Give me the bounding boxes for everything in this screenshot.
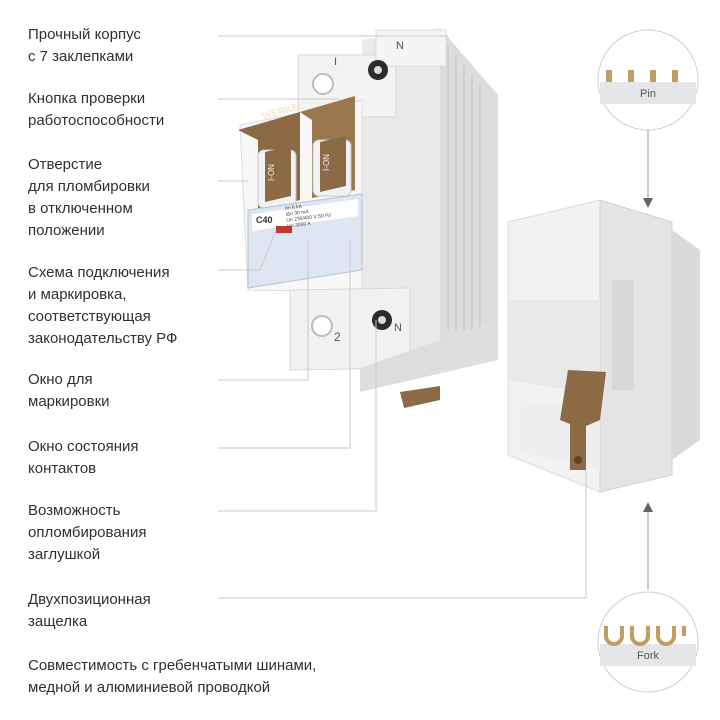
feature-line: Двухпозиционная bbox=[28, 591, 151, 608]
feature-line: заглушкой bbox=[28, 546, 101, 563]
pin-label: Pin bbox=[640, 88, 656, 100]
terminal-bottom-left-label: 2 bbox=[334, 330, 341, 344]
feature-line: маркировки bbox=[28, 393, 110, 410]
feature-line: работоспособности bbox=[28, 112, 165, 129]
feature-line: Схема подключения bbox=[28, 264, 170, 281]
feature-seal-hole: Отверстие для пломбировки в отключенном … bbox=[28, 154, 150, 242]
feature-compatibility: Совместимость с гребенчатыми шинами, мед… bbox=[28, 655, 316, 699]
feature-test-button: Кнопка проверки работоспособности bbox=[28, 88, 164, 132]
feature-latch: Двухпозиционная защелка bbox=[28, 589, 151, 633]
fork-label: Fork bbox=[637, 650, 659, 662]
feature-line: контактов bbox=[28, 460, 97, 477]
breaker-back-view bbox=[507, 199, 700, 493]
rating-label: C40 bbox=[256, 215, 273, 225]
feature-wiring-diagram: Схема подключения и маркировка, соответс… bbox=[28, 262, 177, 350]
feature-line: Отверстие bbox=[28, 156, 103, 173]
feature-line: с 7 заклепками bbox=[28, 48, 134, 65]
leader-lines bbox=[218, 35, 587, 599]
lever-left-label: I-ON bbox=[266, 164, 276, 181]
feature-plug-seal: Возможность опломбирования заглушкой bbox=[28, 500, 146, 566]
feature-line: медной и алюминиевой проводкой bbox=[28, 679, 271, 696]
feature-line: законодательству РФ bbox=[28, 330, 178, 347]
lever-right-label: I-ON bbox=[321, 154, 331, 171]
feature-line: соответствующая bbox=[28, 308, 151, 325]
feature-line: Возможность bbox=[28, 502, 121, 519]
feature-line: для пломбировки bbox=[28, 178, 150, 195]
back-latch bbox=[560, 370, 606, 470]
feature-line: в отключенном bbox=[28, 200, 133, 217]
pin-busbar-circle bbox=[597, 29, 699, 131]
terminal-top-left-label: I bbox=[334, 56, 338, 68]
feature-line: опломбирования bbox=[28, 524, 147, 541]
breaker-front-view bbox=[238, 28, 498, 408]
terminal-bottom-right-label: N bbox=[394, 322, 402, 334]
feature-line: Совместимость с гребенчатыми шинами, bbox=[28, 657, 317, 674]
fork-busbar-circle bbox=[597, 591, 699, 693]
terminal-top-label: N bbox=[396, 40, 404, 52]
feature-line: Окно для bbox=[28, 371, 93, 388]
feature-line: Окно состояния bbox=[28, 438, 139, 455]
lever-pair bbox=[238, 96, 355, 210]
feature-line: и маркировка, bbox=[28, 286, 127, 303]
feature-line: положении bbox=[28, 222, 105, 239]
feature-line: Кнопка проверки bbox=[28, 90, 146, 107]
feature-marking-window: Окно для маркировки bbox=[28, 369, 110, 413]
feature-line: защелка bbox=[28, 613, 88, 630]
feature-rivets: Прочный корпус с 7 заклепками bbox=[28, 24, 141, 68]
feature-contact-window: Окно состояния контактов bbox=[28, 436, 139, 480]
feature-line: Прочный корпус bbox=[28, 26, 141, 43]
